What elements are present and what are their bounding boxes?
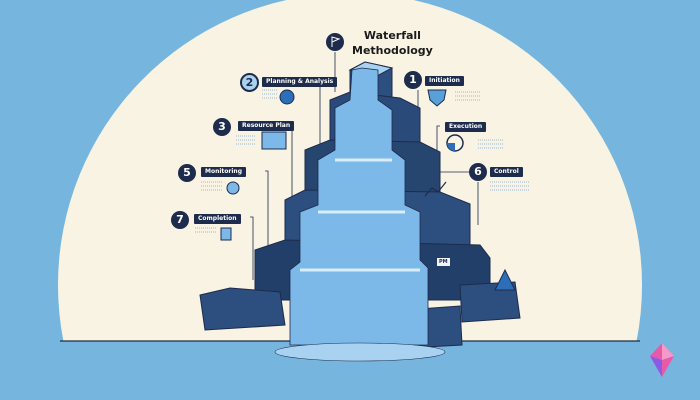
step-label-initiation: Initiation [425, 76, 464, 86]
step-number-7: 7 [171, 211, 189, 229]
step-number-5: 5 [178, 164, 196, 182]
step-number-6: 6 [469, 163, 487, 181]
flag-icon [326, 33, 344, 51]
step-label-planning: Planning & Analysis [262, 77, 338, 87]
step-label-monitoring: Monitoring [201, 167, 246, 177]
pie-chart-icon [279, 89, 295, 105]
pm-tag: PM [437, 258, 450, 266]
document-icon [220, 227, 232, 241]
step-label-execution: Execution [445, 122, 487, 132]
tree-icon [494, 268, 516, 291]
gem-logo-icon [650, 343, 674, 377]
title-line-1: Waterfall [363, 29, 421, 42]
page-title: Waterfall Methodology [352, 28, 433, 58]
step-number-3: 3 [213, 118, 231, 136]
waterfall [274, 67, 446, 362]
step-number-1: 1 [404, 71, 422, 89]
text-placeholders [195, 89, 530, 233]
step-label-completion: Completion [194, 214, 241, 224]
step-label-control: Control [490, 167, 523, 177]
calendar-icon [261, 131, 287, 150]
title-line-2: Methodology [352, 44, 433, 57]
shield-check-icon [427, 89, 447, 107]
monitoring-chart-icon [226, 181, 240, 195]
trend-arrow-icon [424, 181, 447, 197]
step-number-2: 2 [240, 73, 259, 92]
step-label-resource-plan: Resource Plan [238, 121, 295, 131]
